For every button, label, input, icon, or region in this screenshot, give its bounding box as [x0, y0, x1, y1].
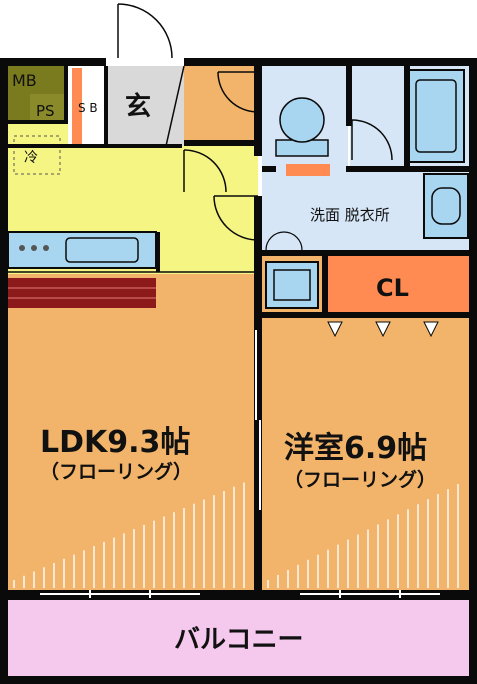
ldk-sub-label: （フローリング）	[40, 460, 192, 483]
sb-label: S B	[78, 101, 98, 115]
ps-box	[30, 94, 64, 122]
washbasin-bowl	[431, 187, 461, 225]
walls	[0, 58, 477, 684]
ldk-floor	[8, 272, 258, 590]
senmen-door[interactable]	[213, 195, 259, 241]
ps-label: PS	[36, 102, 55, 120]
toilet-mat	[286, 164, 330, 176]
cl-label: CL	[376, 274, 409, 302]
hall-door[interactable]	[183, 149, 227, 193]
washer-closet-door[interactable]	[265, 231, 303, 251]
entrance-door[interactable]	[117, 3, 173, 59]
sb-box-pink	[72, 68, 82, 144]
counter-top	[8, 278, 156, 308]
toilet-bowl-icon	[279, 97, 325, 143]
senmen-label: 洗面 脱衣所	[310, 206, 390, 224]
youshitsu-label: 洋室6.9帖	[284, 431, 427, 466]
cl-floor	[326, 256, 469, 312]
genkan-step-line	[165, 65, 185, 147]
closet-door-marker	[327, 321, 343, 338]
hall-floor	[184, 66, 260, 146]
bathtub-inner	[415, 79, 457, 153]
youshitsu-floor-hatch	[267, 484, 459, 588]
washer-drum	[273, 269, 311, 301]
genkan-label: 玄	[125, 91, 151, 122]
bath-door[interactable]	[351, 119, 393, 161]
youshitsu-sub-label: （フローリング）	[284, 468, 436, 491]
mb-label: MB	[12, 71, 37, 90]
balcony-window-ldk[interactable]	[40, 590, 200, 598]
balcony-label: バルコニー	[174, 625, 303, 655]
closet-door-marker	[375, 321, 391, 338]
fridge-label: 冷	[24, 150, 38, 166]
closet-door-marker	[423, 321, 439, 338]
kitchen-sink	[65, 237, 139, 263]
stove-burner-icon	[43, 245, 49, 251]
stove-burner-icon	[19, 245, 25, 251]
balcony-floor	[8, 600, 470, 676]
youshitsu-floor	[262, 312, 469, 590]
ldk-label: LDK9.3帖	[40, 425, 190, 460]
toilet-door[interactable]	[217, 71, 259, 113]
ldk-floor-hatch	[13, 482, 245, 588]
stove-burner-icon	[31, 245, 37, 251]
genkan-floor	[106, 66, 184, 146]
sliding-door[interactable]	[255, 330, 261, 510]
balcony-window-youshitsu[interactable]	[300, 590, 440, 598]
